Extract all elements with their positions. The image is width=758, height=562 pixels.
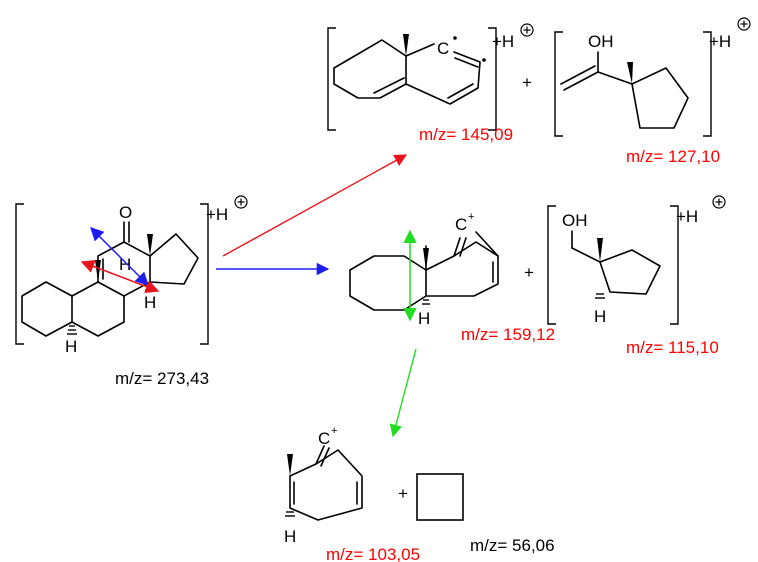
fragment-127-mass: m/z= 127,10	[626, 147, 720, 166]
fragment-127-plus-h: +H	[709, 32, 731, 51]
parent-plus-h: +H	[206, 205, 228, 224]
hydrogen-c14: H	[144, 293, 156, 312]
fragment-145-plus-h: +H	[492, 32, 514, 51]
fragment-159-mass: m/z= 159,12	[461, 325, 555, 344]
fragment-103-cation-sup: +	[331, 425, 337, 437]
fragment-115-plus-h: +H	[676, 207, 698, 226]
reaction-arrow-icon-red	[222, 154, 408, 257]
fragment-159-hydrogen: H	[418, 309, 430, 328]
fragment-103-hydrogen: H	[284, 527, 296, 546]
parent-mass: m/z= 273,43	[115, 369, 209, 388]
fragment-115-hydrogen: H	[594, 307, 606, 326]
fragment-159-carbocation: C	[455, 215, 467, 234]
fragment-103-carbocation: C	[318, 429, 330, 448]
cyclobutane-structure	[416, 473, 464, 521]
fragment-103-plus-sign: +	[398, 484, 408, 503]
circled-plus-icon	[737, 17, 751, 31]
circled-plus-icon	[234, 195, 248, 209]
fragment-103-mass: m/z= 103,05	[326, 545, 420, 562]
fragment-145-plus-sign: +	[522, 73, 532, 92]
bracket-right	[200, 203, 209, 345]
reaction-arrow-icon-green	[389, 348, 417, 438]
parent-ion-structure: O H H H +H	[15, 195, 248, 356]
fragment-145-carbon: C	[437, 39, 449, 58]
double-headed-arrow-icon-red	[80, 260, 160, 293]
ketone-oxygen: O	[119, 203, 132, 222]
fragment-127-structure: OH	[554, 31, 712, 137]
fragment-159-structure: C + H	[349, 211, 499, 328]
fragment-56-mass: m/z= 56,06	[470, 536, 555, 555]
fragment-115-mass: m/z= 115,10	[626, 338, 719, 357]
circled-plus-icon	[712, 195, 726, 209]
fragment-127-hydroxyl: OH	[588, 32, 614, 51]
fragment-145-mass: m/z= 145,09	[419, 125, 513, 144]
fragment-103-structure: C + H	[284, 425, 363, 546]
hydrogen-c5: H	[65, 337, 77, 356]
fragment-159-plus-sign: +	[524, 263, 534, 282]
bracket-left	[15, 203, 24, 345]
fragment-115-hydroxyl: OH	[562, 211, 588, 230]
fragment-145-structure: C	[327, 27, 497, 131]
fragment-159-cation-sup: +	[468, 211, 474, 223]
circled-plus-icon	[520, 23, 534, 37]
fragment-115-structure: OH H	[547, 205, 679, 326]
